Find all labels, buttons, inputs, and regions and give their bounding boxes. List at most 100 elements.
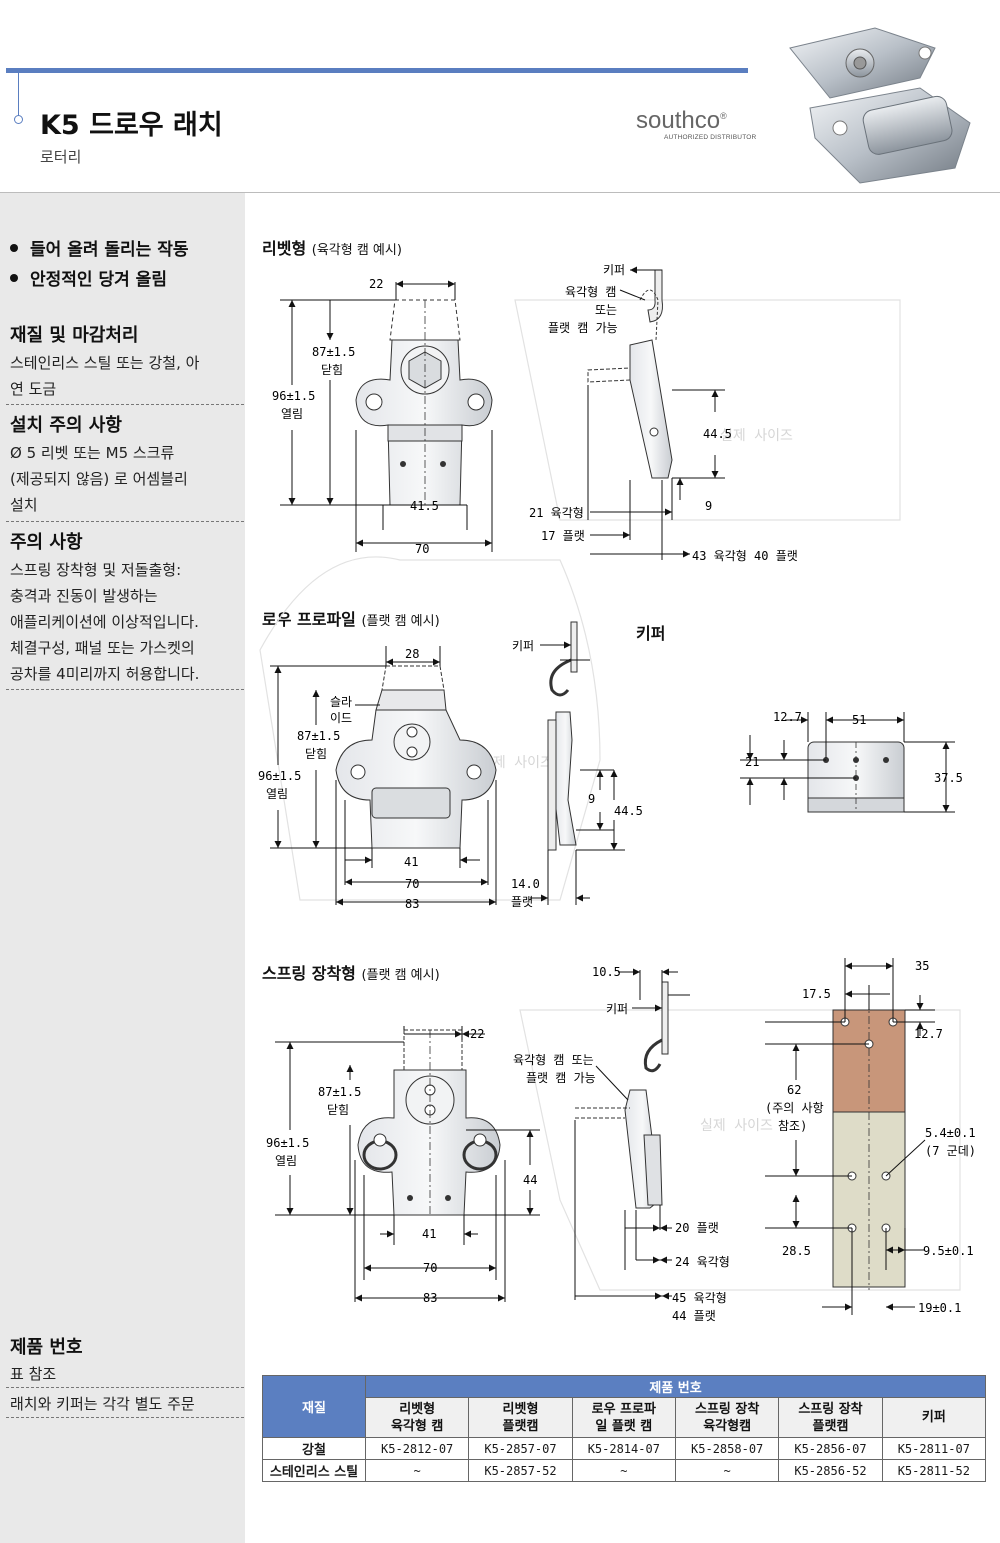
dim-label: 44.5	[703, 427, 732, 441]
dim-label: (주의 사항	[765, 1101, 824, 1115]
dim-label: 열림	[281, 407, 303, 421]
dim-label: 14.0	[511, 877, 540, 891]
technical-drawings: 실제 사이즈 실제 사이즈 실제 사이즈 22 87±1.5 닫힘 96±1.5…	[258, 263, 976, 1323]
dim-label: 51	[852, 713, 866, 727]
dim-label: 플랫	[511, 895, 533, 909]
dim-label: 70	[405, 877, 419, 891]
dim-label: 44.5	[614, 804, 643, 818]
dim-label: 41	[404, 855, 418, 869]
dim-label: 육각형 캠	[565, 285, 616, 299]
product-number-note: 표 참조	[10, 1365, 57, 1383]
dim-label: 9	[705, 499, 712, 513]
dim-label: 20 플랫	[675, 1221, 719, 1235]
brand-mark: ®	[720, 111, 727, 121]
table-cell: K5-2811-07	[881, 1437, 987, 1460]
dim-label: 플랫 캠 가능	[548, 321, 618, 335]
row-material: 강철	[262, 1437, 366, 1460]
dim-label: 35	[915, 959, 929, 973]
spring-side-view	[575, 981, 669, 1209]
col-header: 키퍼	[881, 1397, 987, 1438]
table-cell: K5-2857-07	[468, 1437, 573, 1460]
low-profile-front-view	[335, 665, 497, 849]
divider	[6, 521, 244, 522]
dim-label: 96±1.5	[258, 769, 301, 783]
dim-label: 키퍼	[603, 263, 625, 277]
dim-label: 87±1.5	[318, 1085, 361, 1099]
dim-label: 이드	[330, 711, 352, 725]
dim-label: 87±1.5	[297, 729, 340, 743]
dim-label: 또는	[595, 303, 617, 317]
dim-label: 96±1.5	[266, 1136, 309, 1150]
dim-label: 96±1.5	[272, 389, 315, 403]
brand-tagline: AUTHORIZED DISTRIBUTOR	[664, 134, 757, 141]
watermark-text: 실제 사이즈	[700, 1118, 773, 1134]
dim-label: 37.5	[934, 771, 963, 785]
dim-label: 9	[588, 792, 595, 806]
watermark-text: 실제 사이즈	[480, 755, 553, 771]
table-cell: K5-2856-07	[778, 1437, 883, 1460]
feature-bullet: 들어 올려 돌리는 작동	[10, 235, 189, 260]
dim-label: 41.5	[410, 499, 439, 513]
sidebar: 들어 올려 돌리는 작동 안정적인 당겨 올림 재질 및 마감처리 스테인리스 …	[0, 193, 245, 1543]
col-material: 재질	[262, 1375, 366, 1438]
table-row: 강철 K5-2812-07 K5-2857-07 K5-2814-07 K5-2…	[262, 1437, 987, 1460]
dim-label: 22	[369, 277, 383, 291]
dim-label: 12.7	[773, 710, 802, 724]
dim-label: 닫힘	[305, 747, 327, 761]
dim-label: 9.5±0.1	[923, 1244, 974, 1258]
rivet-heading: 리벳형 (육각형 캠 예시)	[262, 239, 402, 258]
table-cell: K5-2811-52	[881, 1459, 987, 1482]
dim-label: 10.5	[592, 965, 621, 979]
table-cell: ~	[674, 1459, 780, 1482]
dim-label: 열림	[275, 1154, 297, 1168]
dim-label: 70	[415, 542, 429, 556]
header-accent-bar	[6, 68, 748, 73]
dim-label: 17.5	[802, 987, 831, 1001]
dim-label: 83	[405, 897, 419, 911]
dim-label: 닫힘	[321, 363, 343, 377]
dim-label: 44 플랫	[672, 1309, 716, 1323]
dim-label: 83	[423, 1291, 437, 1305]
dim-label: 44	[523, 1173, 537, 1187]
product-photo	[789, 27, 971, 184]
dim-label: 21	[745, 755, 759, 769]
dim-label: 70	[423, 1261, 437, 1275]
dim-label: 닫힘	[327, 1103, 349, 1117]
dim-label: 24 육각형	[675, 1255, 730, 1269]
low-profile-heading: 로우 프로파일 (플랫 캠 예시)	[262, 610, 440, 629]
page-title: K5 드로우 래치	[40, 110, 223, 141]
feature-bullet: 안정적인 당겨 올림	[10, 265, 167, 290]
dim-label: 41	[422, 1227, 436, 1241]
caution-heading: 주의 사항	[10, 532, 83, 553]
page-header	[0, 0, 1000, 193]
table-cell: K5-2857-52	[468, 1459, 573, 1482]
table-cell: K5-2858-07	[674, 1437, 780, 1460]
divider	[6, 404, 244, 405]
dim-label: 12.7	[914, 1027, 943, 1041]
divider	[6, 1387, 244, 1388]
dim-label: 22	[470, 1027, 484, 1041]
divider	[6, 1417, 244, 1418]
table-cell: K5-2856-52	[778, 1459, 883, 1482]
keeper-drawing	[807, 741, 905, 813]
col-group-product-number: 제품 번호	[365, 1375, 986, 1398]
table-cell: ~	[364, 1459, 470, 1482]
dim-label: 플랫 캠 가능	[526, 1071, 596, 1085]
row-material: 스테인리스 스틸	[262, 1459, 366, 1482]
material-heading: 재질 및 마감처리	[10, 325, 139, 346]
dim-label: 28	[405, 647, 419, 661]
brand-logo: southco®	[636, 107, 727, 135]
dim-label: 5.4±0.1	[925, 1126, 976, 1140]
dim-label: 62	[787, 1083, 801, 1097]
dim-label: 키퍼	[606, 1002, 628, 1016]
dim-label: 28.5	[782, 1244, 811, 1258]
dim-label: 87±1.5	[312, 345, 355, 359]
watermark-text: 실제 사이즈	[720, 428, 793, 444]
rivet-side-view	[587, 269, 673, 479]
spring-front-view	[357, 1029, 501, 1216]
